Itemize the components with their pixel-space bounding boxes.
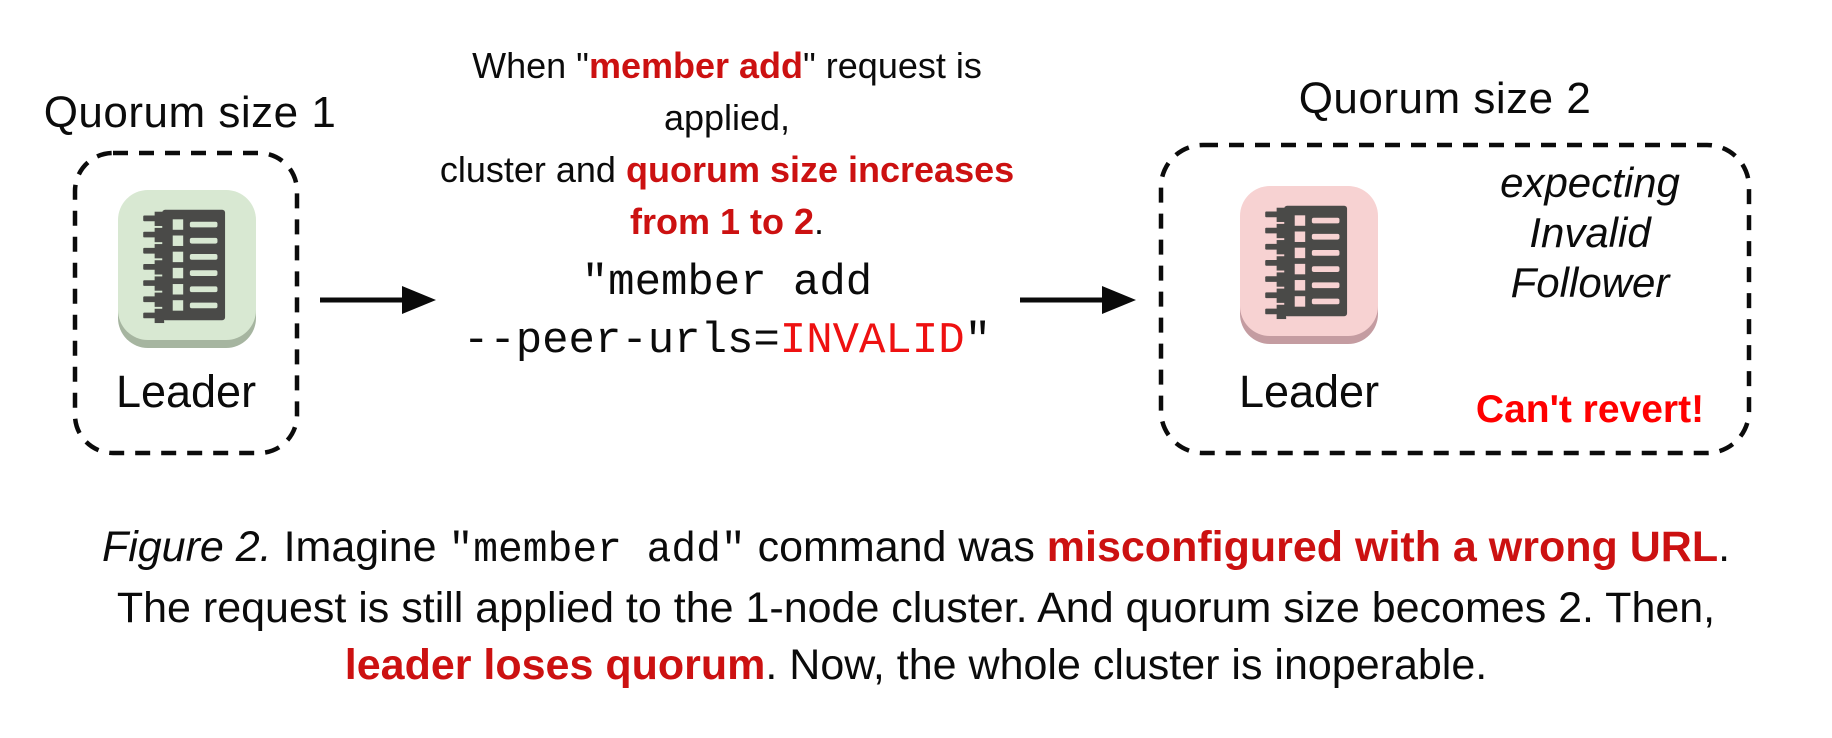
right-cluster-title: Quorum size 2 <box>1298 74 1592 123</box>
caption-line-2: The request is still applied to the 1-no… <box>116 584 1716 632</box>
leader-node-icon <box>1240 186 1378 336</box>
figure-caption: Figure 2. Imagine "member add" command w… <box>0 519 1832 694</box>
right-cluster-dashed-boundary <box>1158 142 1752 456</box>
right-leader-label: Leader <box>1238 366 1380 417</box>
left-cluster-dashed-boundary <box>72 150 300 456</box>
expecting-line-1: expecting <box>1500 159 1680 206</box>
command-line-1: "member add <box>581 258 873 308</box>
left-leader-label: Leader <box>115 366 257 417</box>
transition-annotation: When "member add" request is applied, cl… <box>427 40 1027 248</box>
ledger-icon <box>143 209 226 324</box>
arrow-right-icon <box>320 286 436 314</box>
ledger-icon-rows <box>1294 215 1340 307</box>
annotation-line-3: from 1 to 2. <box>629 201 825 242</box>
member-add-command: "member add --peer-urls=INVALID" <box>377 254 1077 370</box>
caption-line-1: Figure 2. Imagine "member add" command w… <box>101 523 1731 574</box>
cant-revert-warning: Can't revert! <box>1475 388 1705 431</box>
annotation-line-2: cluster and quorum size increases <box>439 149 1015 190</box>
annotation-line-1: When "member add" request is applied, <box>472 45 982 138</box>
arrow-right-icon <box>1020 286 1136 314</box>
expecting-line-3: Follower <box>1510 259 1670 306</box>
ledger-icon-rows <box>172 219 218 311</box>
command-line-2: --peer-urls=INVALID" <box>462 316 992 366</box>
expecting-invalid-follower-note: expecting Invalid Follower <box>1420 158 1760 308</box>
caption-line-3: leader loses quorum. Now, the whole clus… <box>344 641 1488 689</box>
ledger-icon <box>1265 205 1348 320</box>
leader-node-icon <box>118 190 256 340</box>
left-cluster-title: Quorum size 1 <box>43 88 337 137</box>
expecting-line-2: Invalid <box>1529 209 1651 256</box>
figure-label: Figure 2. <box>101 523 272 571</box>
